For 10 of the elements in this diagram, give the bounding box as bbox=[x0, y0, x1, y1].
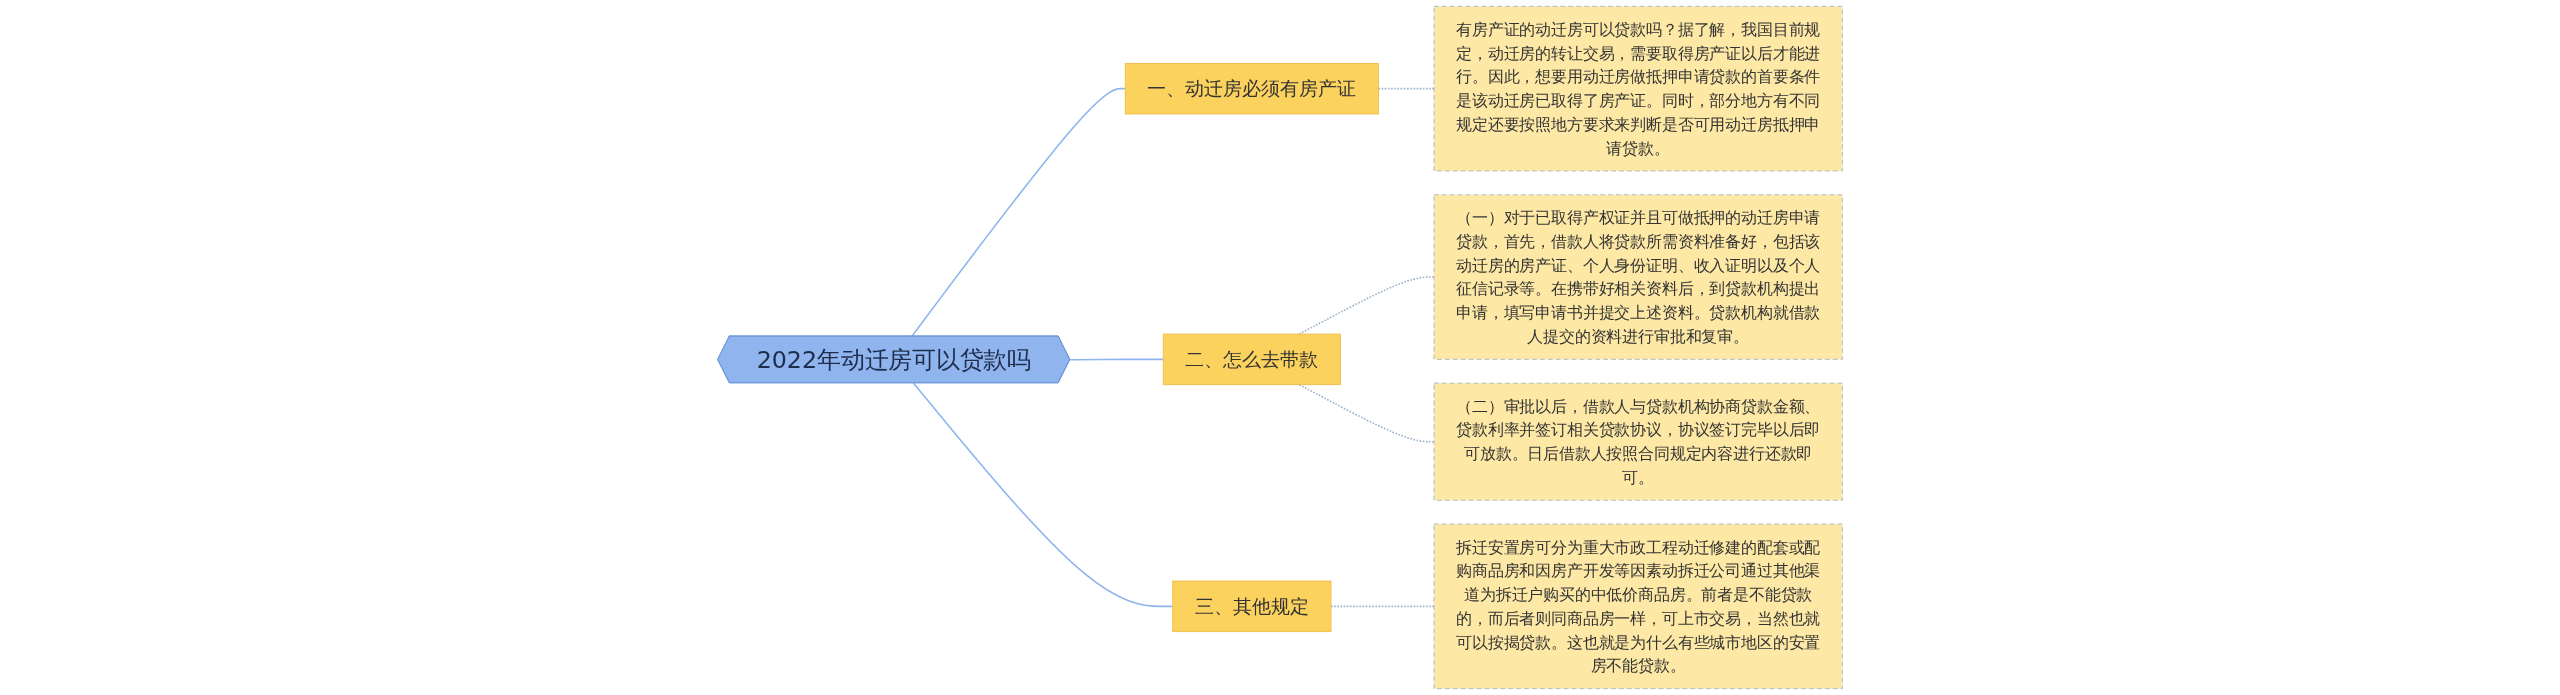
connector bbox=[1069, 358, 1164, 361]
node-box: 有房产证的动迁房可以贷款吗？据了解，我国目前规定，动迁房的转让交易，需要取得房产证以后才能进行。因此，想要用动迁房做抵押申请贷款的首要条件是该动迁房已取得了房产证。同时，部分地方有不同规定还要按照地方要求来判断是否可用动迁房抵押申请贷款。 bbox=[1433, 5, 1843, 172]
node-box: （二）审批以后，借款人与贷款机构协商贷款金额、贷款利率并签订相关贷款协议，协议签订完毕以后即可放款。日后借款人按照合同规定内容进行还款即可。 bbox=[1433, 382, 1843, 501]
node-box: 二、怎么去带款 bbox=[1162, 333, 1341, 386]
node-box: 一、动迁房必须有房产证 bbox=[1124, 62, 1379, 115]
node-box: 三、其他规定 bbox=[1172, 580, 1332, 633]
connector bbox=[910, 87, 1126, 338]
node-box: （一）对于已取得产权证并且可做抵押的动迁房申请贷款，首先，借款人将贷款所需资料准备好，包括该动迁房的房产证、个人身份证明、收入证明以及个人征信记录等。在携带好相关资料后，到贷款机构提出申请，填写申请书并提交上述资料。贷款机构就借款人提交的资料进行审批和复审。 bbox=[1433, 194, 1843, 360]
node-box: 拆迁安置房可分为重大市政工程动迁修建的配套或配购商品房和因房产开发等因素动拆迁公司通过其他渠道为拆迁户购买的中低价商品房。前者是不能贷款的，而后者则同商品房一样，可上市交易，当然也就可以按揭贷款。这也就是为什么有些城市地区的安置房不能贷款。 bbox=[1433, 523, 1843, 690]
connector bbox=[912, 382, 1174, 608]
